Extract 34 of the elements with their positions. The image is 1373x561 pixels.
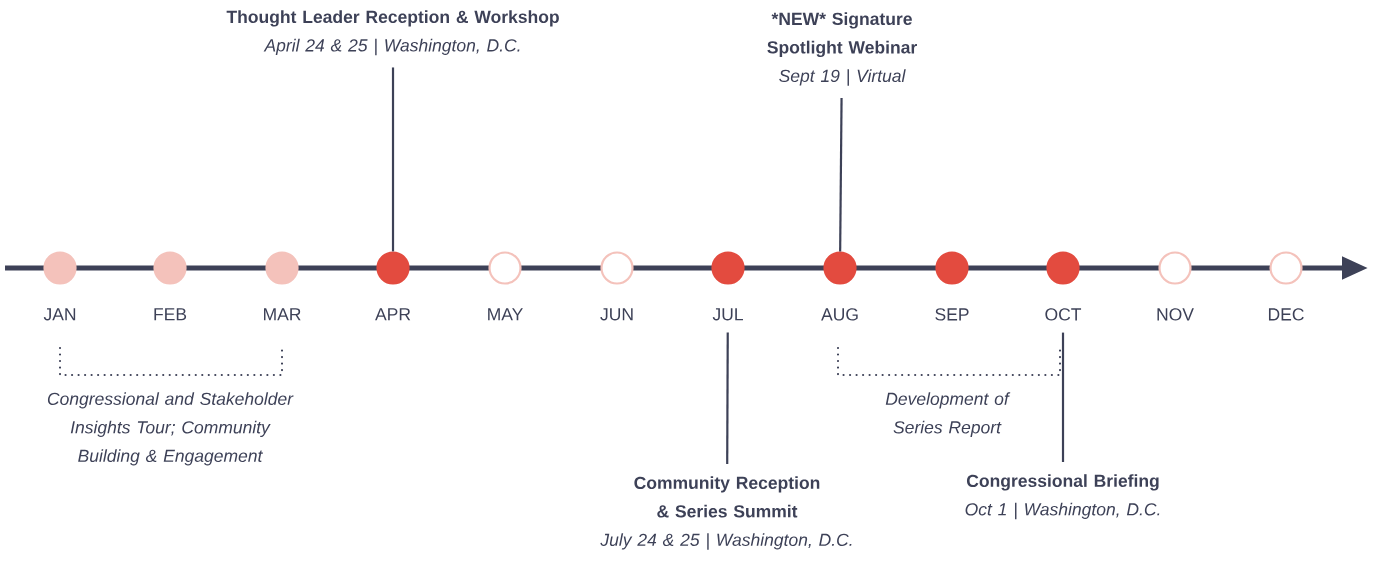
month-label: OCT [1045, 308, 1082, 321]
timeline-dot [935, 251, 969, 285]
leader-line [726, 332, 729, 464]
timeline-dot [488, 251, 522, 285]
month-label: DEC [1268, 308, 1304, 321]
leader-line [391, 67, 395, 252]
month-label: MAR [264, 308, 301, 321]
month-label: SEP [935, 308, 969, 321]
month-label: JUN [600, 308, 633, 321]
leader-line [839, 97, 843, 252]
event-text: Community Reception & Series Summit July 24 & 25 | Washington, D.C. [600, 476, 852, 550]
period-note: Congressional and Stakeholder Insights Tour; Community Building & Engagement [47, 392, 294, 466]
month-label: AUG [821, 308, 858, 321]
timeline-dot [1046, 251, 1080, 285]
timeline-dot [1269, 251, 1303, 285]
event-text: *NEW* Signature Spotlight Webinar Sept 19 | Virtual [767, 12, 917, 86]
month-label: NOV [1157, 308, 1194, 321]
month-label: MAY [488, 308, 523, 321]
event-text: Congressional Briefing Oct 1 | Washington, D.C. [965, 474, 1160, 520]
month-label: APR [375, 308, 411, 321]
month-label: FEB [154, 308, 187, 321]
month-label: JUL [712, 308, 743, 321]
timeline-dot [43, 251, 77, 285]
timeline-dot [600, 251, 634, 285]
timeline-dot [711, 251, 745, 285]
event-text: Thought Leader Reception & Workshop April 24 & 25 | Washington, D.C. [226, 10, 559, 56]
timeline-dot [1158, 251, 1192, 285]
timeline-dot [376, 251, 410, 285]
timeline-dot [153, 251, 187, 285]
period-note: Development of Series Report [885, 392, 1011, 437]
timeline-dot [265, 251, 299, 285]
month-label: JAN [43, 308, 76, 321]
timeline-dot [823, 251, 857, 285]
leader-line [1061, 332, 1065, 462]
